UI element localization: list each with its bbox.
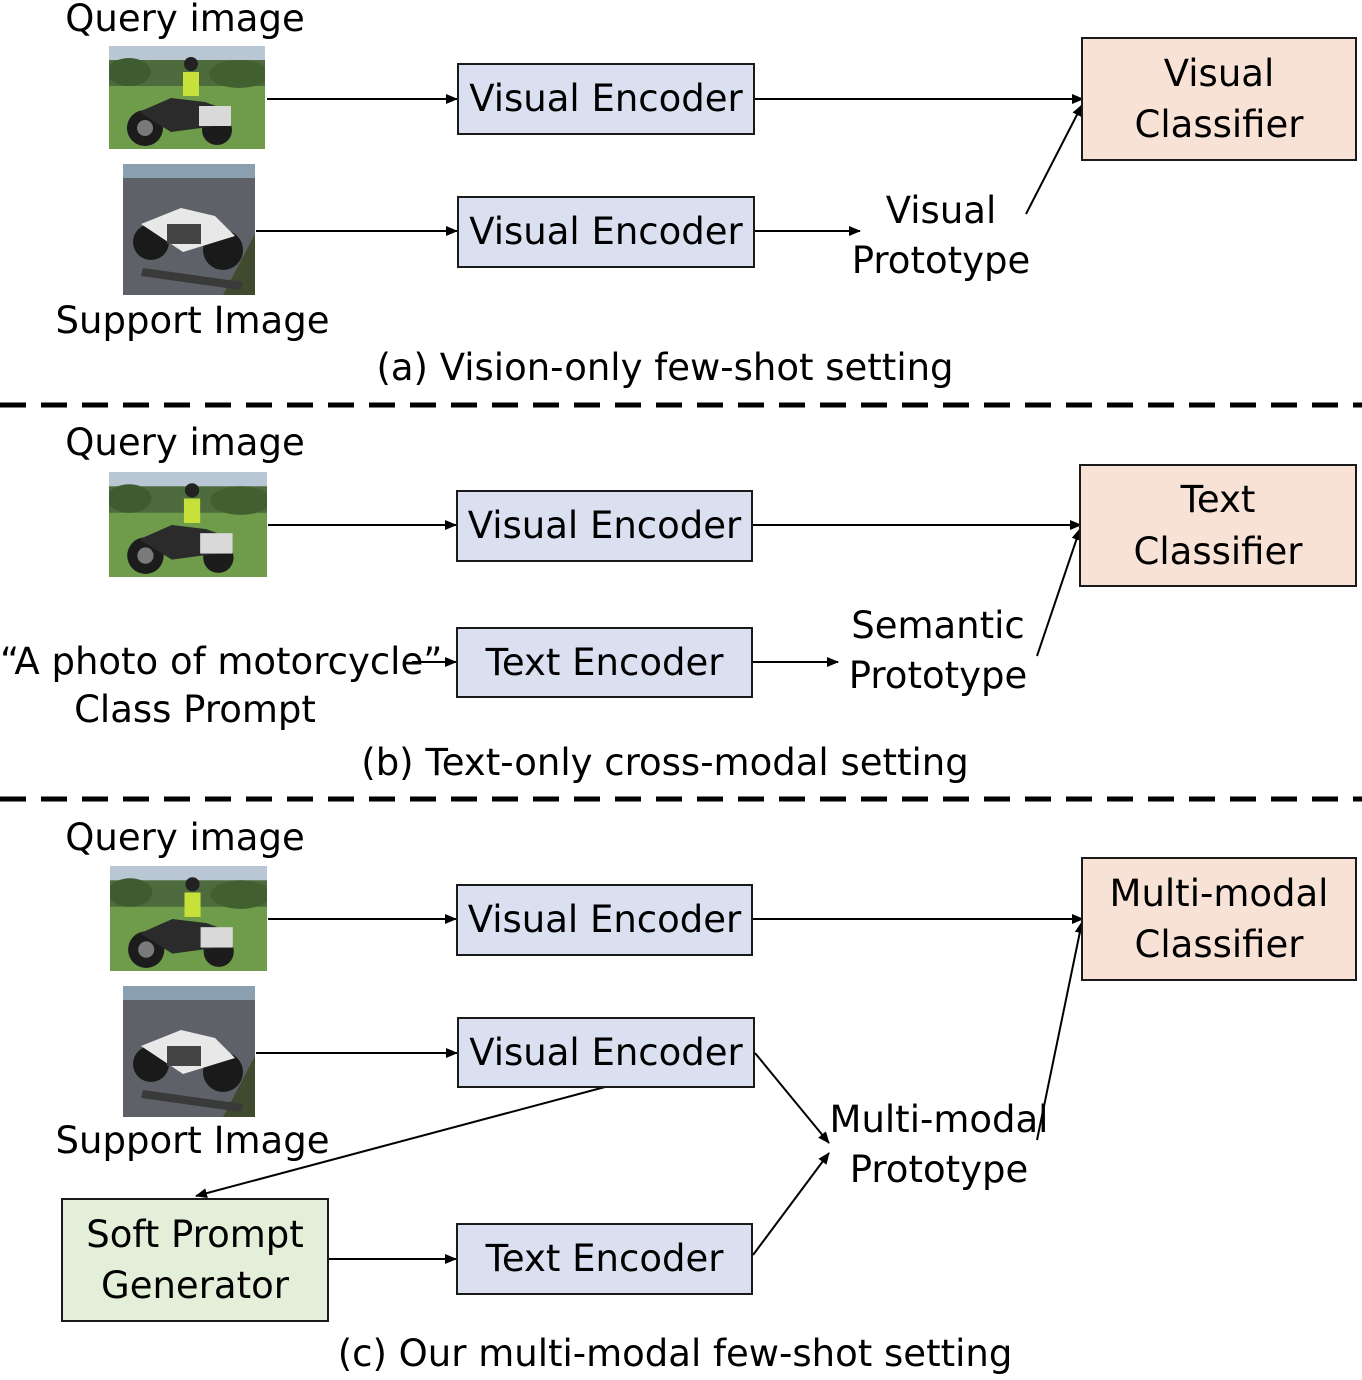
soft-prompt-generator: Soft Prompt Generator xyxy=(61,1198,329,1322)
class-prompt-label: Class Prompt xyxy=(74,688,316,731)
text-classifier: Text Classifier xyxy=(1079,464,1357,587)
visual-classifier-label: Visual Classifier xyxy=(1134,51,1304,146)
multi-modal-classifier-label: Multi-modal Classifier xyxy=(1109,871,1329,966)
multi-modal-prototype-label: Multi-modal Prototype xyxy=(829,1098,1049,1191)
text-classifier-label: Text Classifier xyxy=(1133,478,1303,573)
text-encoder: Text Encoder xyxy=(456,627,753,698)
arrow-c-text-encoder-to-prototype xyxy=(752,1152,830,1256)
query-image xyxy=(110,866,267,971)
visual-encoder-query-label: Visual Encoder xyxy=(469,77,743,121)
arrow-b-prototype-to-classifier xyxy=(1036,528,1082,657)
class-prompt-text: “A photo of motorcycle” xyxy=(0,640,443,683)
arrow-c-encoder-to-generator xyxy=(195,1086,606,1198)
soft-prompt-generator-label: Soft Prompt Generator xyxy=(86,1212,304,1307)
visual-encoder-query-label: Visual Encoder xyxy=(467,898,742,942)
visual-encoder-support: Visual Encoder xyxy=(457,1017,755,1088)
visual-encoder-support: Visual Encoder xyxy=(457,196,755,268)
query-image-label: Query image xyxy=(65,0,305,40)
query-image-label: Query image xyxy=(65,421,305,464)
text-encoder-label: Text Encoder xyxy=(485,640,724,684)
visual-encoder-support-label: Visual Encoder xyxy=(469,210,743,254)
arrow-c-encoder-to-prototype xyxy=(754,1052,830,1144)
text-encoder-label: Text Encoder xyxy=(485,1237,724,1281)
query-image xyxy=(109,46,265,149)
caption-a: (a) Vision-only few-shot setting xyxy=(376,346,954,389)
visual-encoder-support-label: Visual Encoder xyxy=(469,1030,743,1074)
query-image-label: Query image xyxy=(65,816,305,859)
text-encoder: Text Encoder xyxy=(456,1223,753,1295)
support-image xyxy=(123,164,255,295)
visual-encoder-query: Visual Encoder xyxy=(456,884,753,956)
query-image xyxy=(109,472,267,577)
semantic-prototype-label: Semantic Prototype xyxy=(848,604,1028,697)
caption-c: (c) Our multi-modal few-shot setting xyxy=(337,1332,1013,1375)
visual-prototype-label: Visual Prototype xyxy=(851,189,1031,282)
arrow-c-prototype-to-classifier xyxy=(1036,921,1085,1141)
arrow-a-prototype-to-classifier xyxy=(1025,104,1083,215)
support-image-label: Support Image xyxy=(55,299,330,342)
visual-encoder-query-label: Visual Encoder xyxy=(467,504,742,548)
multi-modal-classifier: Multi-modal Classifier xyxy=(1081,857,1357,981)
visual-encoder-query: Visual Encoder xyxy=(457,63,755,135)
visual-classifier: Visual Classifier xyxy=(1081,37,1357,161)
visual-encoder-query: Visual Encoder xyxy=(456,490,753,562)
support-image-label: Support Image xyxy=(55,1119,330,1162)
caption-b: (b) Text-only cross-modal setting xyxy=(361,741,969,784)
support-image xyxy=(123,986,255,1117)
